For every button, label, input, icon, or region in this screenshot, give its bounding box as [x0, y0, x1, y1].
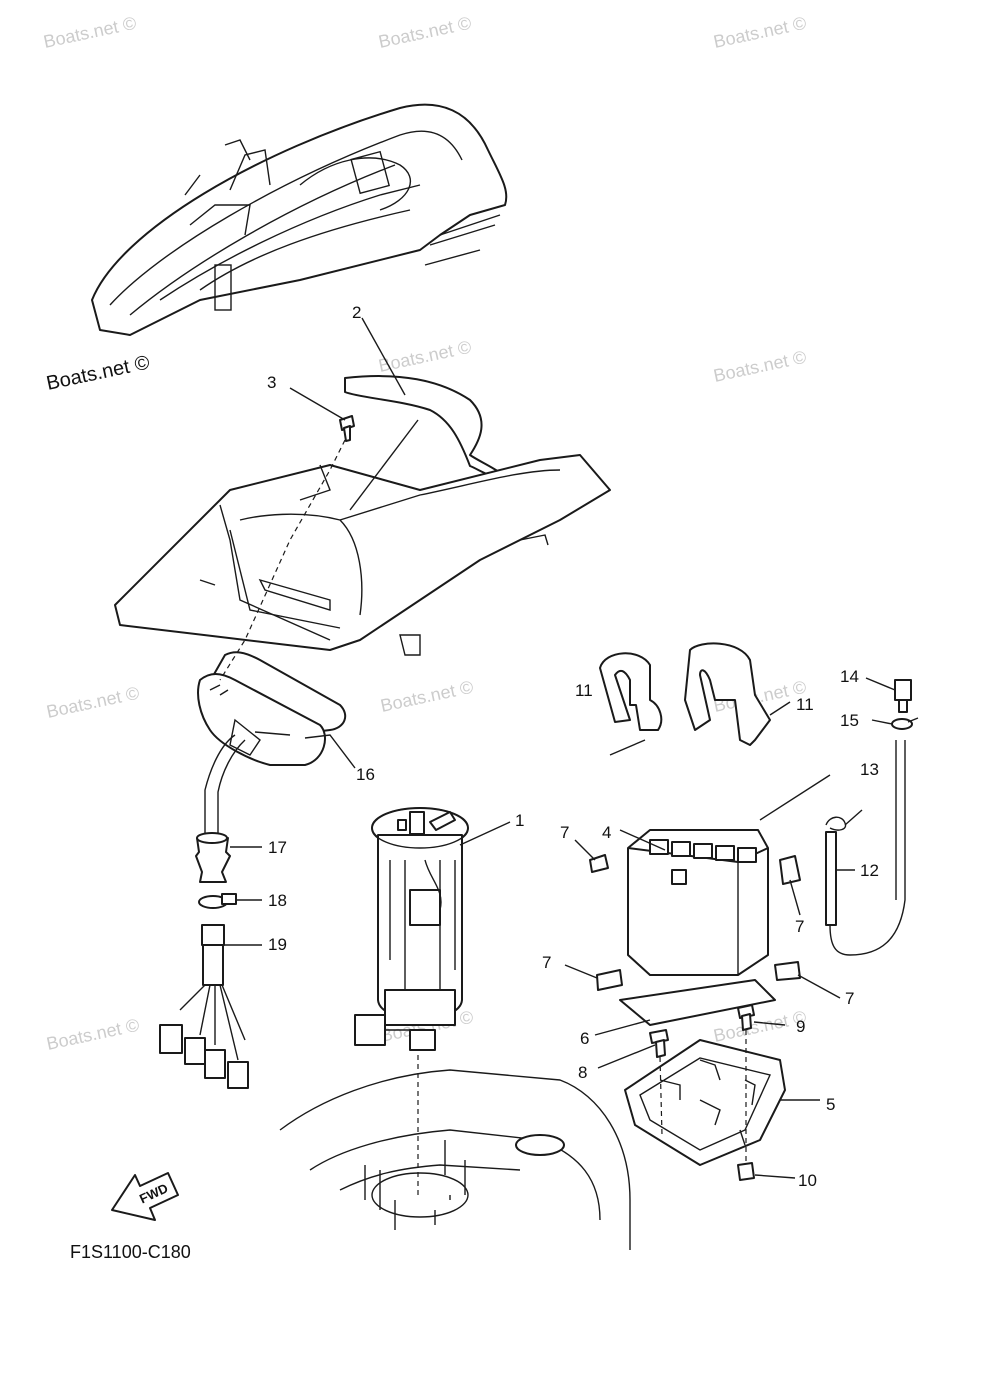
callout-12: 12	[860, 861, 879, 880]
callout-18: 18	[268, 891, 287, 910]
callout-6: 6	[580, 1029, 589, 1048]
part-12-vent-hose	[825, 740, 906, 956]
part-2-mat	[344, 375, 506, 479]
callout-1: 1	[515, 811, 524, 830]
watermark: Boats.net ©	[44, 352, 151, 395]
leader-lines	[224, 317, 896, 1179]
callout-8: 8	[578, 1063, 587, 1082]
callout-3: 3	[267, 373, 276, 392]
callout-11: 11	[796, 695, 814, 714]
forward-arrow-icon: FWD	[111, 1172, 179, 1221]
callout-4: 4	[602, 823, 611, 842]
callout-11: 11	[575, 681, 593, 700]
watermark: Boats.net ©	[712, 1007, 808, 1046]
part-7-pads	[589, 854, 801, 991]
part-4-battery	[627, 829, 769, 976]
watermark: Boats.net ©	[712, 13, 808, 52]
watercraft-illustration	[91, 103, 508, 336]
callout-labels: 1 2 3 4 5 6 7 7 7 7 8 9 10 11 11 12 13 1…	[267, 303, 879, 1190]
callout-7: 7	[795, 917, 804, 936]
part-8-bolt	[649, 1029, 669, 1058]
part-18-clamp	[198, 893, 237, 909]
watermark: Boats.net ©	[42, 13, 138, 52]
callout-5: 5	[826, 1095, 835, 1114]
part-3-screw	[339, 415, 355, 442]
part-19-harness	[159, 924, 249, 1089]
callout-14: 14	[840, 667, 859, 686]
part-13-clip	[825, 816, 847, 831]
callout-19: 19	[268, 935, 287, 954]
part-15-clamp	[891, 717, 919, 730]
part-16-hatch-cover	[197, 651, 347, 766]
deck-frame	[114, 454, 611, 656]
watermark: Boats.net ©	[45, 683, 141, 722]
diagram-code: F1S1100-C180	[70, 1242, 191, 1262]
callout-7: 7	[542, 953, 551, 972]
callout-17: 17	[268, 838, 287, 857]
callout-9: 9	[796, 1017, 805, 1036]
part-5-battery-box	[624, 1039, 786, 1166]
part-9-bolt	[737, 1004, 755, 1031]
part-17-grommet	[195, 832, 231, 883]
assembly-lines	[219, 439, 747, 1195]
callout-10: 10	[798, 1171, 817, 1190]
watermark: Boats.net ©	[712, 347, 808, 386]
callout-7: 7	[560, 823, 569, 842]
watermark: Boats.net ©	[379, 677, 475, 716]
part-14-fitting	[894, 679, 912, 713]
part-11-battery-strap	[599, 642, 771, 746]
hull-lower-section	[279, 1069, 631, 1250]
part-1-fuel-pump	[354, 807, 469, 1051]
watermark: Boats.net ©	[377, 13, 473, 52]
watermark: Boats.net ©	[45, 1015, 141, 1054]
callout-15: 15	[840, 711, 859, 730]
part-6-mat	[619, 979, 776, 1026]
callout-16: 16	[356, 765, 375, 784]
callout-7: 7	[845, 989, 854, 1008]
drain-hose	[204, 734, 246, 835]
callout-13: 13	[860, 760, 879, 779]
part-10-cap	[737, 1162, 755, 1181]
callout-2: 2	[352, 303, 361, 322]
